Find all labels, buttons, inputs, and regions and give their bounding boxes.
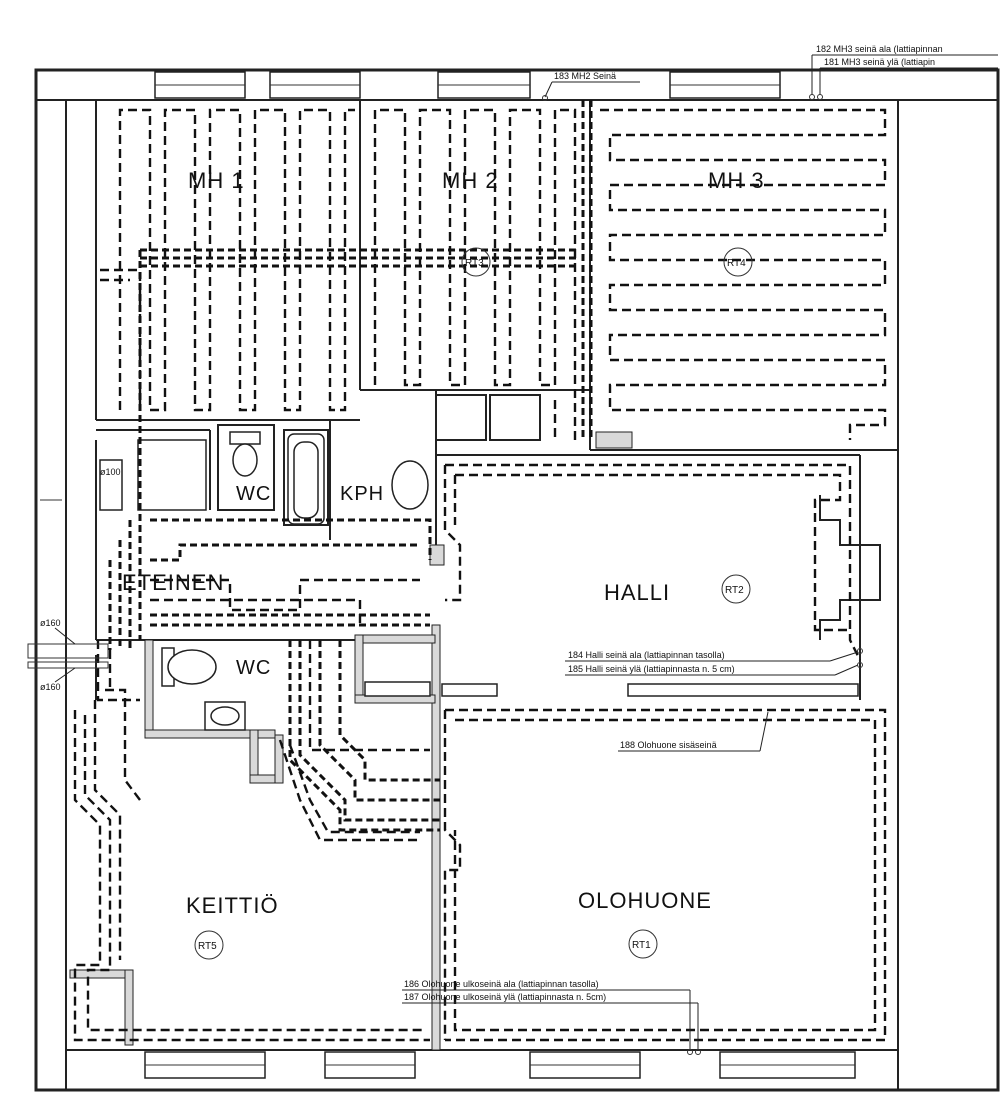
note-186: 186 Olohuone ulkoseinä ala (lattiapinnan… [404,979,599,989]
svg-text:RT3: RT3 [465,258,484,269]
room-label-mh1: MH 1 [188,168,245,193]
note-183: 183 MH2 Seinä [554,71,616,81]
thermostats: RT4 RT3 RT2 RT5 RT1 [194,247,753,960]
room-labels: MH 1 MH 2 MH 3 WC KPH ETEINEN HALLI WC K… [122,168,765,918]
note-diameter-160-bottom: ø160 [40,682,61,692]
heating-loops-halli [443,463,862,661]
room-label-mh2: MH 2 [442,168,499,193]
heating-loops-olohuone [288,640,887,1042]
thermostat-rt1: RT1 [628,929,658,959]
thermostat-rt4: RT4 [723,247,753,277]
room-label-mh3: MH 3 [708,168,765,193]
svg-text:RT5: RT5 [198,941,217,952]
outer-walls [34,68,1000,1092]
heating-loops-mh2 [373,108,577,440]
thermostat-rt3: RT3 [461,247,491,277]
room-label-keittio: KEITTIÖ [186,893,279,918]
windows [40,71,856,1079]
thermostat-rt2: RT2 [721,574,751,604]
room-label-halli: HALLI [604,580,670,605]
note-187: 187 Olohuone ulkoseinä ylä (lattiapinnas… [404,992,606,1002]
heating-loops-wc [96,640,140,702]
heating-loops-mh1 [100,108,355,412]
svg-text:RT1: RT1 [632,940,651,951]
room-label-wc-lower: WC [236,657,271,679]
note-182: 182 MH3 seinä ala (lattiapinnan [816,44,943,54]
note-184: 184 Halli seinä ala (lattiapinnan tasoll… [568,650,725,660]
svg-text:RT2: RT2 [725,585,744,596]
note-185: 185 Halli seinä ylä (lattiapinnasta n. 5… [568,664,735,674]
note-188: 188 Olohuone sisäseinä [620,740,717,750]
pipe-bundles [108,100,593,650]
svg-text:RT4: RT4 [727,258,746,269]
room-label-eteinen: ETEINEN [122,570,224,595]
note-diameter-160-top: ø160 [40,618,61,628]
note-diameter-100: ø100 [100,467,121,477]
room-label-kph: KPH [340,483,384,505]
room-label-olohuone: OLOHUONE [578,888,712,913]
thermostat-rt5: RT5 [194,930,224,960]
room-label-wc-upper: WC [236,483,271,505]
fixtures [99,431,881,731]
heating-loops-keittio [73,688,430,1042]
note-181: 181 MH3 seinä ylä (lattiapin [824,57,935,67]
annotations: 182 MH3 seinä ala (lattiapinnan 181 MH3 … [40,44,998,1055]
hatched-walls [69,431,633,1051]
ducts [27,627,109,683]
